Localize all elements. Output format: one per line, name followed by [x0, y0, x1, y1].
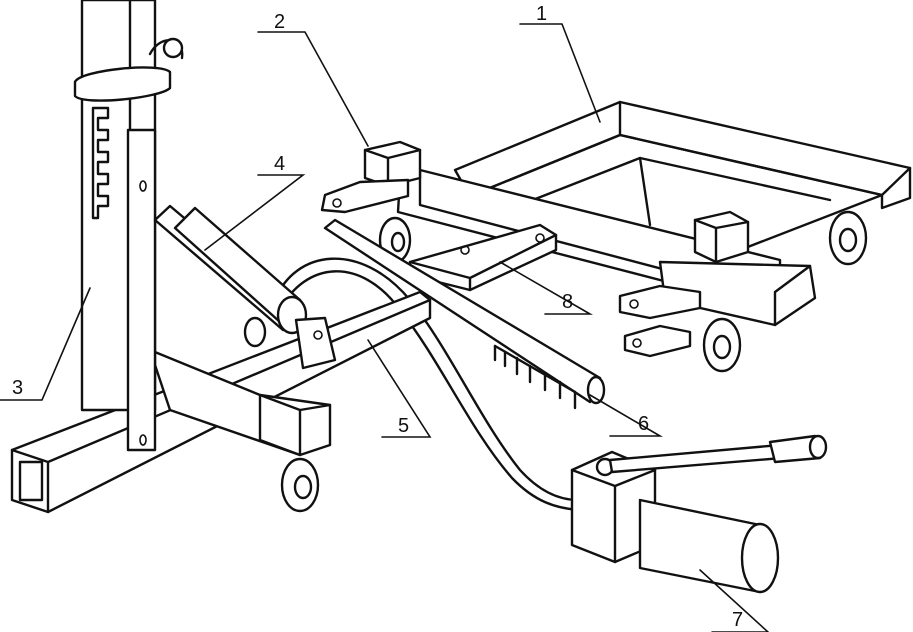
hydraulic-hose	[273, 257, 580, 502]
callout-1: 1	[536, 3, 547, 25]
hand-pump	[570, 434, 828, 594]
callout-8: 8	[562, 291, 573, 313]
long-bar	[323, 218, 606, 410]
callout-4: 4	[274, 153, 285, 175]
leader-lines	[0, 23, 770, 632]
upright-post	[73, 0, 184, 452]
callout-6: 6	[638, 413, 649, 435]
callout-labels: 1 2 3 4 5 6 7 8	[12, 3, 743, 631]
hydraulic-cylinder	[153, 204, 337, 370]
callout-7: 7	[732, 609, 743, 631]
callout-2: 2	[274, 11, 285, 33]
callout-3: 3	[12, 377, 23, 399]
carriage-frame	[320, 100, 912, 373]
hydraulic-hose-inner	[278, 270, 580, 512]
callout-5: 5	[398, 415, 409, 437]
